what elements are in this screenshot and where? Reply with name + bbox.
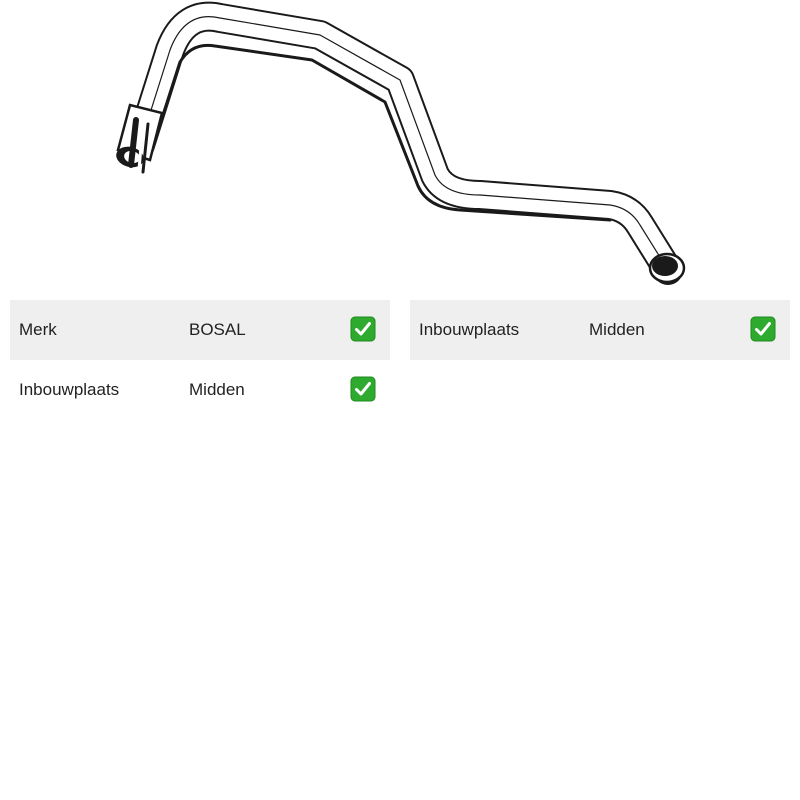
spec-table-left: Merk BOSAL Inbouwplaats Midden: [10, 300, 390, 420]
spec-table-right: Inbouwplaats Midden: [410, 300, 790, 360]
check-icon: [750, 316, 776, 342]
spec-row-brand: Merk BOSAL: [10, 300, 390, 360]
exhaust-pipe-image: [116, 1, 686, 285]
spec-value: Midden: [589, 320, 645, 339]
spec-label: Merk: [19, 320, 57, 339]
spec-label: Inbouwplaats: [19, 380, 120, 399]
spec-row-position: Inbouwplaats Midden: [410, 300, 790, 360]
spec-value: Midden: [189, 380, 245, 399]
pipe-outlet: [648, 252, 686, 284]
spec-value: BOSAL: [189, 320, 246, 339]
pipe-inlet: [116, 103, 164, 174]
check-icon: [350, 316, 376, 342]
spec-row-position: Inbouwplaats Midden: [10, 360, 390, 420]
spec-label: Inbouwplaats: [419, 320, 520, 339]
check-icon: [350, 376, 376, 402]
